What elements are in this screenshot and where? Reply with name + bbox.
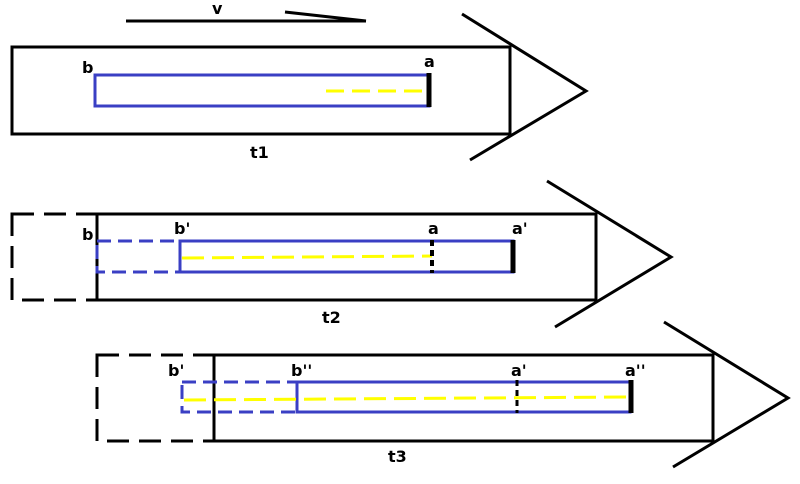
point-label-b: b <box>82 58 93 77</box>
point-label-a-prime: a' <box>512 219 528 238</box>
light-beam <box>181 254 433 260</box>
rod-ghost <box>180 380 299 414</box>
light-beam <box>183 395 631 402</box>
train-body <box>212 353 715 443</box>
velocity-arrow: v <box>126 0 367 23</box>
frame-t1: b a t1 <box>10 12 589 162</box>
velocity-label: v <box>212 0 223 18</box>
point-label-b-prime: b' <box>168 361 184 380</box>
point-label-b-double-prime: b'' <box>291 361 312 380</box>
frame-t3: b' b'' a' a'' t3 <box>95 320 791 469</box>
rod-ghost <box>95 239 182 274</box>
train-arrowhead <box>461 12 589 162</box>
point-label-b-prime: b' <box>174 219 190 238</box>
point-label-a-double-prime: a'' <box>625 361 646 380</box>
time-label-t2: t2 <box>322 308 341 327</box>
point-label-a: a <box>428 219 439 238</box>
point-label-a: a <box>424 52 435 71</box>
time-label-t3: t3 <box>388 447 407 466</box>
point-label-b: b <box>82 225 93 244</box>
train-arrowhead <box>663 320 791 469</box>
time-label-t1: t1 <box>250 143 269 162</box>
frame-t2: b b' a a' t2 <box>10 179 674 329</box>
train-ghost <box>95 353 216 443</box>
train-body <box>10 45 512 136</box>
point-label-a-prime: a' <box>511 361 527 380</box>
train-arrowhead <box>546 179 674 329</box>
